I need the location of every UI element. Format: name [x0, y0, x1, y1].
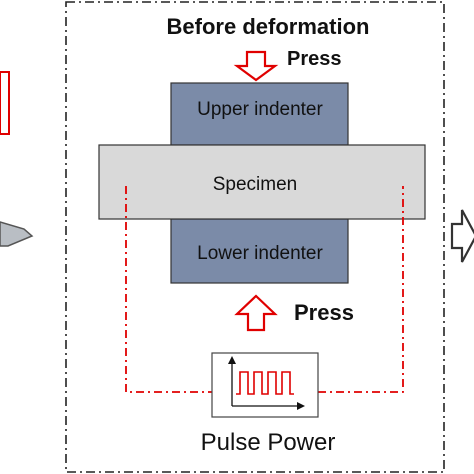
- lower-indenter: [170, 218, 349, 284]
- pulse-power-box: [211, 352, 319, 418]
- lower-indenter-label: Lower indenter: [197, 243, 323, 264]
- press-bottom-arrow: [234, 294, 278, 332]
- waveform-y-arrowhead: [228, 356, 236, 364]
- pulse-circuit-line: [125, 186, 404, 393]
- specimen: [98, 144, 426, 220]
- panel-border: [65, 1, 445, 473]
- next-stage-arrow: [450, 209, 474, 263]
- waveform-x-arrowhead: [297, 402, 305, 410]
- specimen-label: Specimen: [213, 174, 298, 195]
- previous-stage-fragment: [0, 71, 34, 247]
- panel-title: Before deformation: [167, 14, 370, 39]
- previous-stage-plate: [0, 221, 34, 247]
- previous-stage-red-mark: [0, 71, 10, 135]
- pulse-waveform: [236, 371, 294, 395]
- pulse-power-label: Pulse Power: [201, 429, 336, 456]
- press-top-arrow: [233, 50, 279, 82]
- upper-indenter-label: Upper indenter: [197, 99, 323, 120]
- press-bottom-label: Press: [294, 300, 354, 325]
- press-top-label: Press: [287, 48, 342, 70]
